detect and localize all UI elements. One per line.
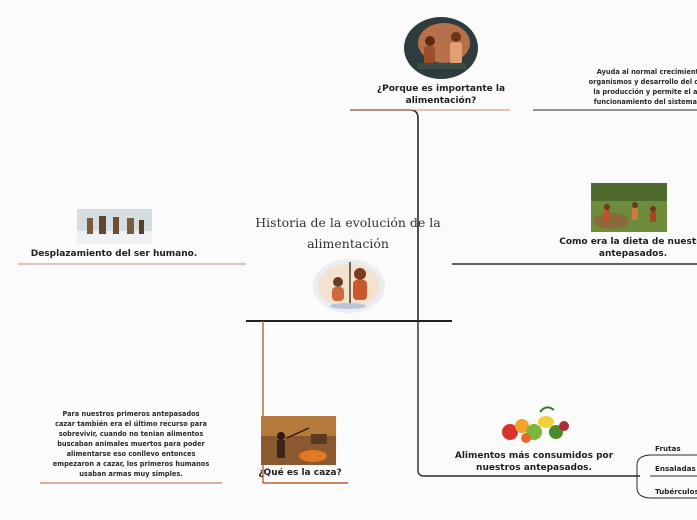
foods-title-line2: nuestros antepasados. bbox=[476, 463, 592, 473]
diet-title-line1: Como era la dieta de nuestro bbox=[559, 237, 697, 247]
foods-image bbox=[496, 402, 572, 446]
displacement-image bbox=[77, 209, 152, 244]
hunting-note-line6: empezaron a cazar, los primeros humanos bbox=[52, 460, 210, 468]
diet-title[interactable]: Como era la dieta de nuestro antepasados… bbox=[548, 236, 697, 260]
hunting-note-line3: sobrevivir, cuando no tenian alimentos bbox=[58, 430, 204, 438]
hunting-note-line7: usaban armas muy simples. bbox=[79, 470, 183, 478]
diet-title-line2: antepasados. bbox=[598, 249, 668, 259]
foods-title[interactable]: Alimentos más consumidos por nuestros an… bbox=[448, 450, 620, 474]
importance-note[interactable]: Ayuda al normal crecimiento organismos y… bbox=[560, 67, 697, 107]
importance-note-line3: la producción y permite el ade bbox=[593, 88, 697, 96]
central-title-line1: Historia de la evolución de la bbox=[255, 215, 441, 230]
hunting-note-line2: cazar también era el último recurso para bbox=[55, 420, 207, 428]
importance-note-line4: funcionamiento del sistema in bbox=[593, 98, 697, 106]
importance-image bbox=[404, 17, 478, 79]
hunting-note-line4: buscaban animales muertos para poder bbox=[57, 440, 205, 448]
central-cavemen-image bbox=[312, 256, 386, 314]
foods-item-tuberculos[interactable]: Tubérculos bbox=[655, 487, 697, 496]
branch-foods bbox=[417, 321, 640, 477]
foods-item-frutas[interactable]: Frutas bbox=[655, 444, 681, 453]
foods-item-ensaladas[interactable]: Ensaladas bbox=[655, 464, 696, 473]
foods-sub-connector bbox=[636, 454, 653, 499]
hunting-title[interactable]: ¿Qué es la caza? bbox=[258, 468, 342, 478]
importance-title-line2: alimentación? bbox=[405, 96, 477, 106]
foods-title-line1: Alimentos más consumidos por bbox=[454, 451, 614, 461]
displacement-title[interactable]: Desplazamiento del ser humano. bbox=[30, 249, 198, 259]
hunting-image bbox=[261, 416, 336, 465]
importance-note-line2: organismos y desarrollo del orga bbox=[588, 78, 697, 86]
diet-image bbox=[591, 183, 667, 232]
hunting-note-line1: Para nuestros primeros antepasados bbox=[62, 410, 200, 418]
hunting-note-line5: alimentarse eso conllevo entonces bbox=[66, 450, 196, 458]
central-title-line2: alimentación bbox=[307, 236, 389, 251]
importance-title-line1: ¿Porque es importante la bbox=[376, 84, 506, 94]
importance-note-line1: Ayuda al normal crecimiento bbox=[596, 68, 697, 76]
central-title[interactable]: Historia de la evolución de la alimentac… bbox=[250, 212, 446, 254]
importance-title[interactable]: ¿Porque es importante la alimentación? bbox=[356, 83, 526, 107]
hunting-note[interactable]: Para nuestros primeros antepasados cazar… bbox=[40, 409, 222, 479]
